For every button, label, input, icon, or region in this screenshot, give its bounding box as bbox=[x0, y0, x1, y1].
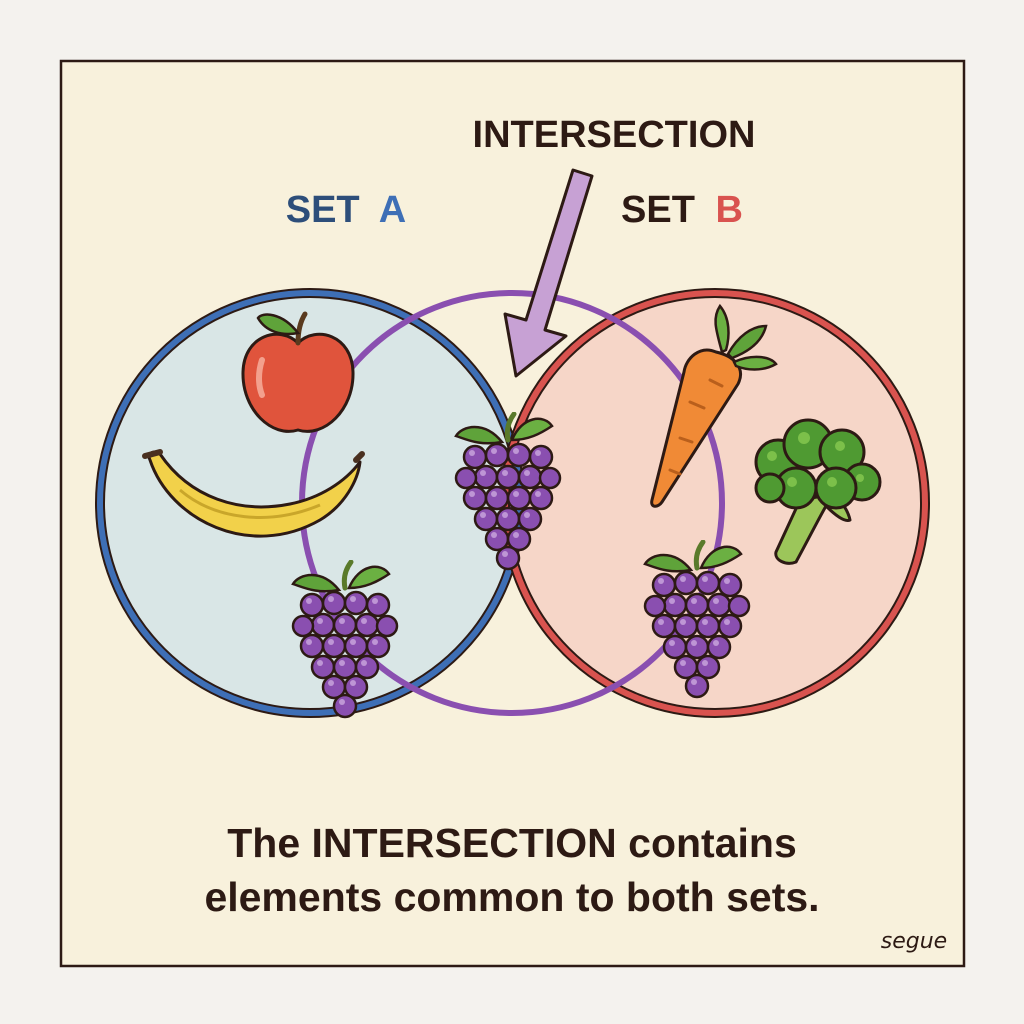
intersection-arrow bbox=[503, 168, 594, 378]
banana-icon bbox=[142, 449, 365, 538]
set-a-letter: A bbox=[379, 189, 406, 231]
set-b-label: SET B bbox=[621, 189, 743, 231]
set-a-word: SET bbox=[286, 189, 360, 231]
carrot-icon bbox=[650, 303, 778, 508]
set-a-label: SET A bbox=[286, 189, 407, 231]
set-b-circle bbox=[505, 293, 925, 713]
intersection-label: INTERSECTION bbox=[473, 114, 756, 156]
set-b-letter: B bbox=[716, 189, 743, 231]
broccoli-icon bbox=[754, 418, 882, 565]
signature: segue bbox=[881, 929, 947, 954]
set-b-word: SET bbox=[621, 189, 695, 231]
caption-line-1: The INTERSECTION contains bbox=[227, 820, 797, 866]
apple-icon bbox=[241, 311, 355, 433]
caption-line-2: elements common to both sets. bbox=[204, 874, 819, 920]
